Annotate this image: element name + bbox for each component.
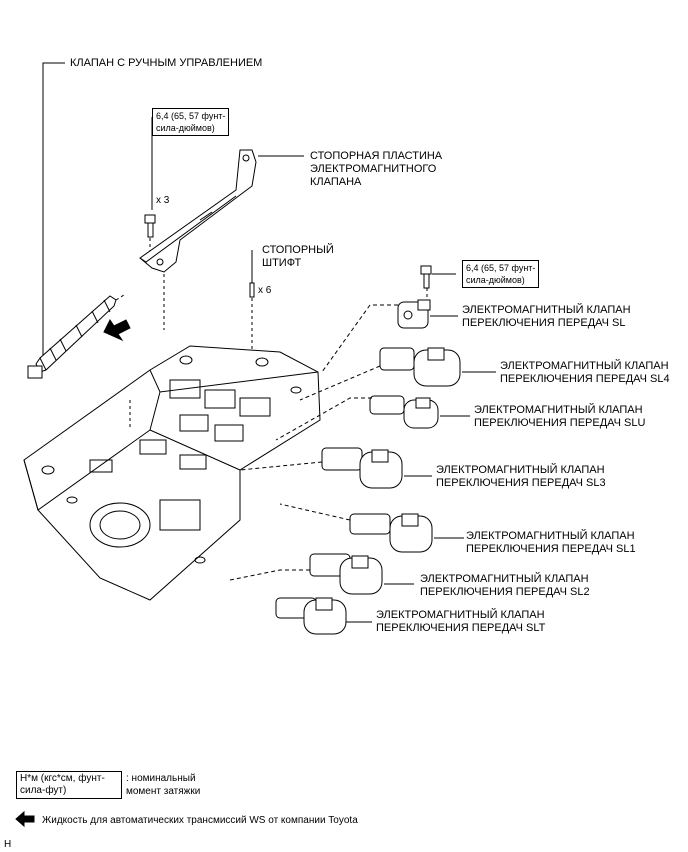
solenoid-slt bbox=[275, 597, 372, 635]
legend-atf-arrow-icon bbox=[15, 810, 35, 828]
solenoid-slt-label: ЭЛЕКТРОМАГНИТНЫЙ КЛАПАН ПЕРЕКЛЮЧЕНИЯ ПЕР… bbox=[376, 609, 546, 634]
solenoid-slu-label: ЭЛЕКТРОМАГНИТНЫЙ КЛАПАН ПЕРЕКЛЮЧЕНИЯ ПЕР… bbox=[474, 404, 646, 429]
legend-unit-line1: Н*м (кгс*см, фунт- bbox=[20, 773, 105, 784]
lock-plate-label: СТОПОРНАЯ ПЛАСТИНА ЭЛЕКТРОМАГНИТНОГО КЛА… bbox=[310, 150, 443, 188]
count-x6: x 6 bbox=[258, 285, 272, 296]
legend-atf-label: Жидкость для автоматических трансмиссий … bbox=[42, 815, 358, 826]
footer-mark: H bbox=[4, 839, 12, 850]
manual-valve bbox=[27, 294, 125, 379]
stop-pin-label: СТОПОРНЫЙ ШТИФТ bbox=[262, 244, 334, 269]
solenoid-sl1 bbox=[279, 503, 464, 553]
solenoid-sl bbox=[321, 299, 458, 373]
solenoid-sl-bolt bbox=[420, 265, 456, 300]
solenoid-sl2-label: ЭЛЕКТРОМАГНИТНЫЙ КЛАПАН ПЕРЕКЛЮЧЕНИЯ ПЕР… bbox=[420, 573, 590, 598]
solenoid-sl1-label: ЭЛЕКТРОМАГНИТНЫЙ КЛАПАН ПЕРЕКЛЮЧЕНИЯ ПЕР… bbox=[466, 530, 636, 555]
legend-unit-box: Н*м (кгс*см, фунт- сила-фут) bbox=[16, 771, 122, 799]
torque-box-right: 6,4 (65, 57 фунт- сила-дюймов) bbox=[462, 260, 540, 288]
torque-box-top: 6,4 (65, 57 фунт- сила-дюймов) bbox=[152, 108, 230, 136]
manual-valve-label: КЛАПАН С РУЧНЫМ УПРАВЛЕНИЕМ bbox=[70, 57, 263, 69]
solenoid-sl3 bbox=[239, 447, 432, 489]
solenoid-sl3-label: ЭЛЕКТРОМАГНИТНЫЙ КЛАПАН ПЕРЕКЛЮЧЕНИЯ ПЕР… bbox=[436, 464, 606, 489]
solenoid-sl2 bbox=[229, 553, 414, 595]
atf-arrow-icon bbox=[103, 319, 131, 342]
solenoid-sl4 bbox=[299, 347, 496, 401]
solenoid-slu bbox=[275, 395, 470, 441]
torque-right-line2: сила-дюймов) bbox=[466, 275, 525, 285]
torque-top-line1: 6,4 (65, 57 фунт- bbox=[156, 111, 226, 121]
manual-valve-leader bbox=[42, 62, 65, 356]
legend-unit-line2: сила-фут) bbox=[20, 785, 67, 796]
legend-desc: : номинальный момент затяжки bbox=[126, 773, 201, 797]
stop-pin bbox=[249, 250, 255, 360]
valve-body bbox=[23, 345, 321, 601]
torque-right-line1: 6,4 (65, 57 фунт- bbox=[466, 263, 536, 273]
count-x3: x 3 bbox=[156, 195, 170, 206]
solenoid-sl4-label: ЭЛЕКТРОМАГНИТНЫЙ КЛАПАН ПЕРЕКЛЮЧЕНИЯ ПЕР… bbox=[500, 360, 670, 385]
solenoid-sl-label: ЭЛЕКТРОМАГНИТНЫЙ КЛАПАН ПЕРЕКЛЮЧЕНИЯ ПЕР… bbox=[462, 304, 631, 329]
solenoid-lock-plate bbox=[139, 149, 257, 330]
torque-top-line2: сила-дюймов) bbox=[156, 123, 215, 133]
